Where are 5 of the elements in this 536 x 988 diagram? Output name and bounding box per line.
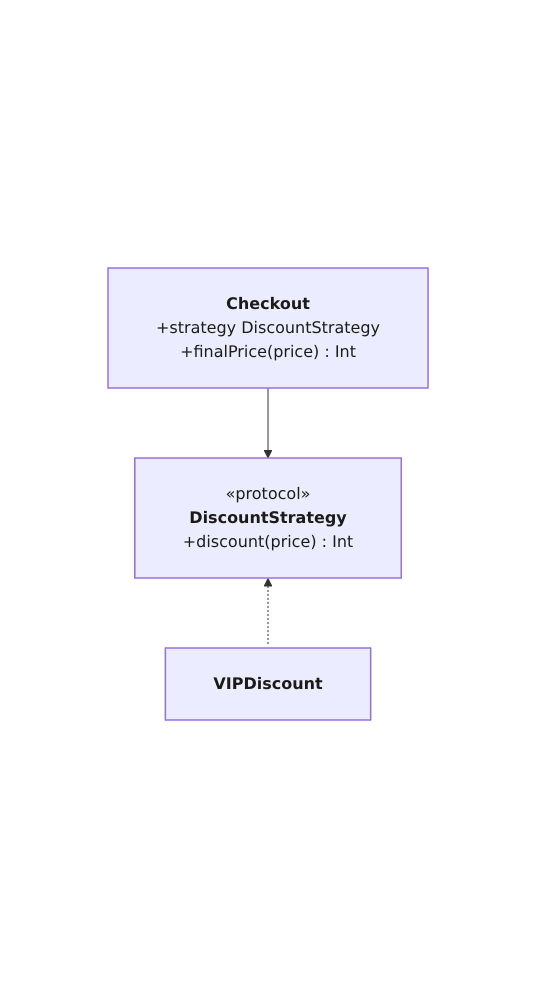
arrow: [264, 578, 272, 644]
node-box: Checkout +strategy DiscountStrategy +finalPrice(price) : Int: [107, 267, 429, 389]
node-box: VIPDiscount: [164, 647, 372, 721]
node-box: «protocol» DiscountStrategy +discount(price) : Int: [134, 457, 402, 579]
arrow: [264, 388, 272, 458]
